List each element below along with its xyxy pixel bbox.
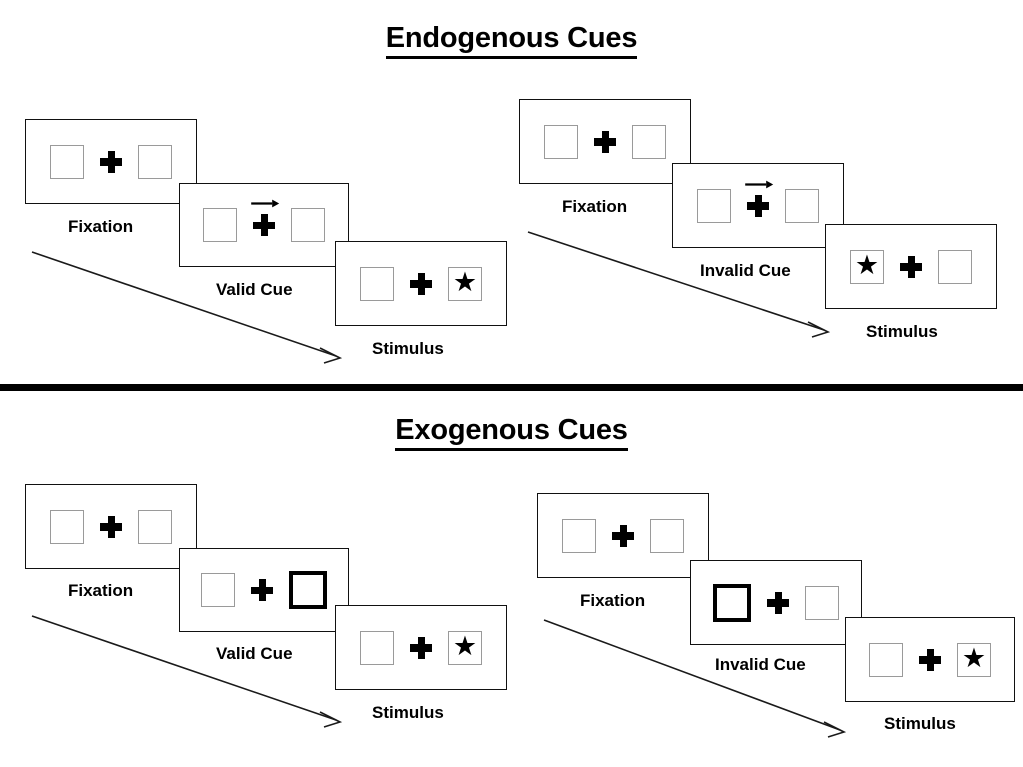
stimulus-box-right [291,208,325,242]
stimulus-box-right [785,188,819,223]
stimulus-box-right [938,249,972,284]
stimulus-box-left [562,518,596,553]
stimulus-box-left [201,573,235,607]
stage-label-stimulus: Stimulus [372,703,444,722]
panel-exogenous-valid-cue [179,548,349,632]
stimulus-box-right [632,124,666,159]
panel-exogenous-invalid-fixation [537,493,709,578]
panel-exogenous-invalid-stimulus: ★ [845,617,1015,702]
fixation-cross-icon [919,648,941,671]
fixation-cross-icon [745,180,774,217]
stimulus-box-right-with-star: ★ [957,642,991,677]
panel-exogenous-valid-fixation [25,484,197,569]
stimulus-box-left [360,266,394,301]
fixation-cross-icon [100,150,122,173]
stage-label-fixation: Fixation [68,217,134,236]
fixation-cross-icon [612,524,634,547]
panel-endogenous-valid-stimulus: ★ [335,241,507,326]
section-title-endogenous-text: Endogenous Cues [385,22,637,59]
stimulus-box-left [50,509,84,544]
stage-label-valid-cue: Valid Cue [216,280,293,299]
fixation-cross-icon [251,579,273,601]
section-divider [0,384,1023,391]
panel-endogenous-invalid-stimulus: ★ [825,224,997,309]
panel-endogenous-invalid-cue [672,163,844,248]
stimulus-box-left [544,124,578,159]
stimulus-box-right [805,585,839,620]
stimulus-box-left [203,208,237,242]
stimulus-box-left [697,188,731,223]
stimulus-box-left [360,630,394,665]
stage-label-valid-cue: Valid Cue [216,644,293,663]
section-title-exogenous-text: Exogenous Cues [395,414,628,451]
stimulus-box-right-with-star: ★ [448,630,482,665]
stimulus-box-right [650,518,684,553]
fixation-cross-icon [900,255,922,278]
stage-label-stimulus: Stimulus [884,714,956,733]
section-title-exogenous: Exogenous Cues [0,414,1023,451]
stimulus-box-right-cued [289,571,327,609]
panel-endogenous-valid-fixation [25,119,197,204]
stimulus-box-left-with-star: ★ [850,249,884,284]
stimulus-box-right-with-star: ★ [448,266,482,301]
fixation-cross-icon [251,199,280,236]
fixation-cross-icon [410,636,432,659]
stage-label-invalid-cue: Invalid Cue [700,261,791,280]
star-icon: ★ [452,631,478,661]
panel-exogenous-valid-stimulus: ★ [335,605,507,690]
panel-exogenous-invalid-cue [690,560,862,645]
fixation-cross-icon [410,272,432,295]
stage-label-invalid-cue: Invalid Cue [715,655,806,674]
stimulus-box-right [138,509,172,544]
stage-label-stimulus: Stimulus [372,339,444,358]
stage-label-fixation: Fixation [580,591,646,610]
stimulus-box-left [50,144,84,179]
stage-label-fixation: Fixation [562,197,628,216]
fixation-cross-icon [594,130,616,153]
stage-label-stimulus: Stimulus [866,322,938,341]
stimulus-box-left-cued [713,583,751,622]
section-title-endogenous: Endogenous Cues [0,22,1023,59]
star-icon: ★ [854,250,880,280]
stimulus-box-left [869,642,903,677]
panel-endogenous-invalid-fixation [519,99,691,184]
arrow-right-icon [251,199,280,208]
fixation-cross-icon [100,515,122,538]
star-icon: ★ [452,267,478,297]
arrow-right-icon [745,180,774,188]
panel-endogenous-valid-cue [179,183,349,267]
star-icon: ★ [961,643,987,673]
fixation-cross-icon [767,591,789,614]
stage-label-fixation: Fixation [68,581,134,600]
stimulus-box-right [138,144,172,179]
